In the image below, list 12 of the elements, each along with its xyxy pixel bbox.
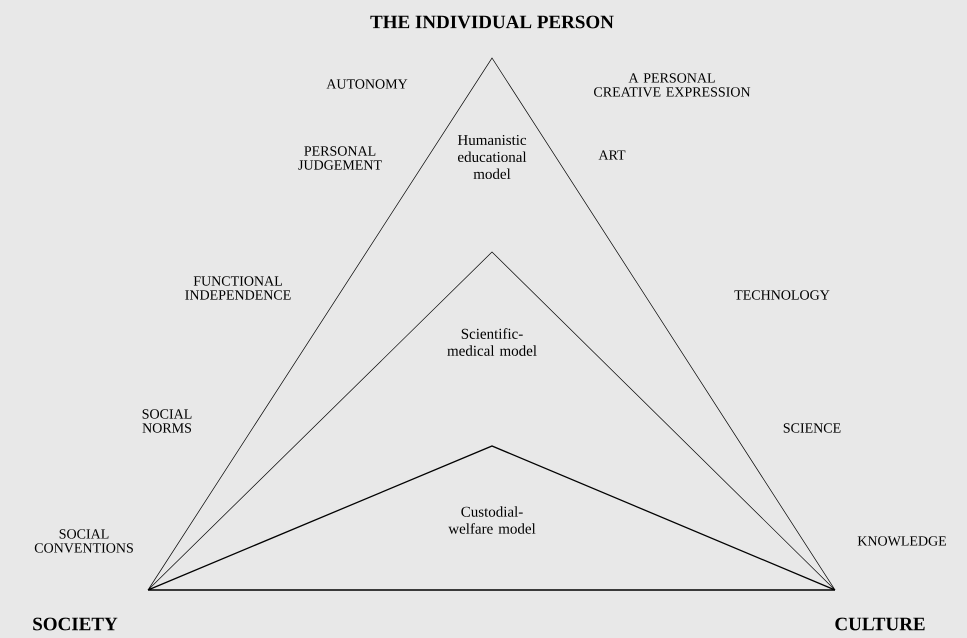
side-label: KNOWLEDGE: [858, 536, 946, 546]
side-label: AUTONOMY: [326, 79, 408, 89]
side-label: FUNCTIONAL INDEPENDENCE: [185, 276, 291, 300]
side-label: PERSONAL JUDGEMENT: [298, 146, 382, 170]
corner-heading: CULTURE: [835, 618, 925, 630]
corner-heading: SOCIETY: [33, 618, 118, 630]
side-label: ART: [598, 150, 626, 160]
side-label: A PERSONAL CREATIVE EXPRESSION: [594, 73, 750, 97]
side-label: SOCIAL CONVENTIONS: [34, 529, 133, 553]
corner-heading: THE INDIVIDUAL PERSON: [370, 16, 614, 28]
side-label: TECHNOLOGY: [734, 290, 830, 300]
triangle-region: Custodial-welfare model: [148, 445, 836, 591]
